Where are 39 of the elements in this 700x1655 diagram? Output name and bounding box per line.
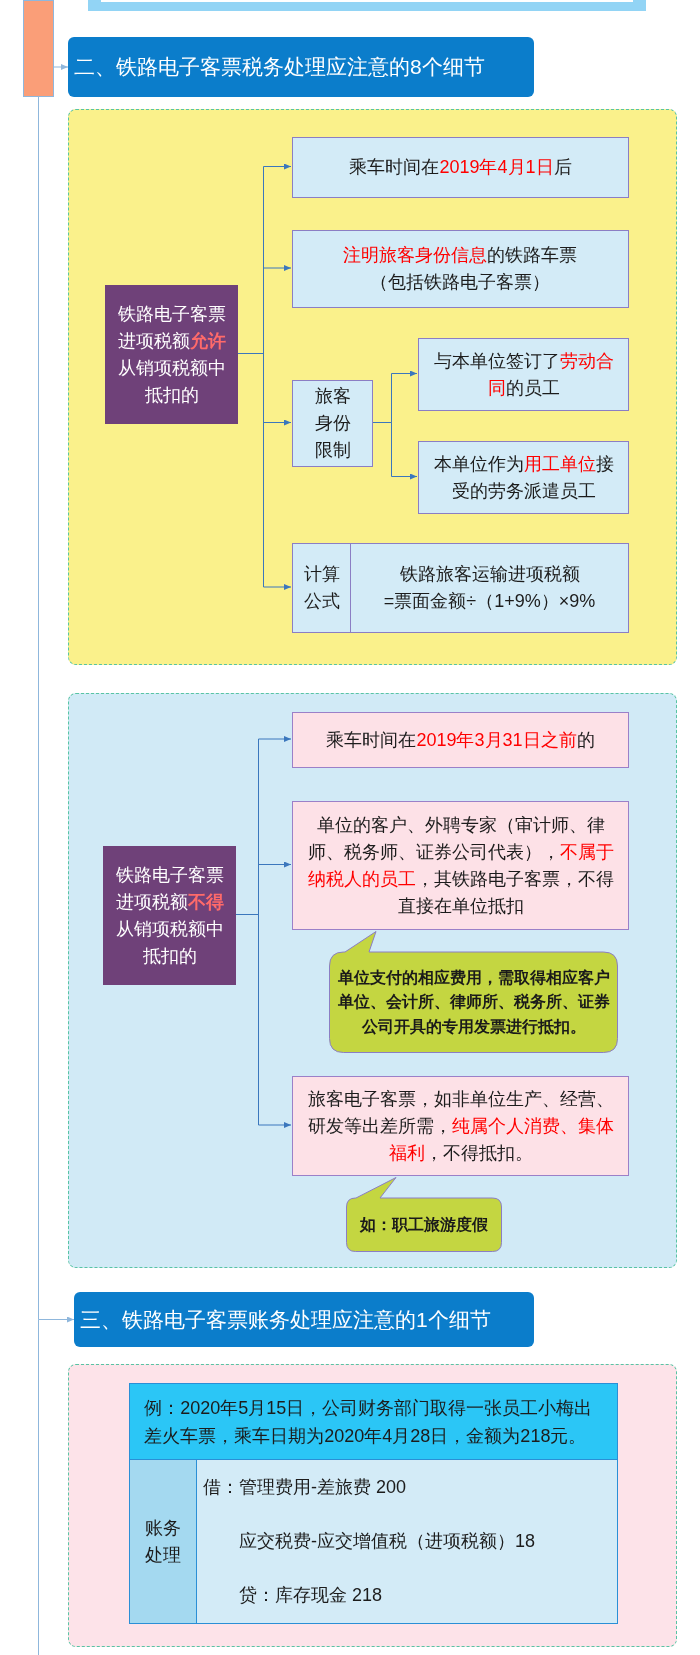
category-box — [105, 285, 238, 424]
formula-text: =票面金额÷（1+9%）×9% — [383, 590, 596, 613]
section-panel — [68, 693, 677, 1268]
callout-bubble — [346, 1177, 502, 1252]
category-box — [103, 846, 236, 985]
connector-arrow — [236, 353, 292, 590]
rule-text: 旅客身份限制 — [313, 385, 352, 462]
row-header-text: 账务处理 — [144, 1516, 182, 1567]
callout-text: 单位支付的相应费用，需取得相应客户单位、会计所、律师所、税务所、证券公司开具的专用发票进行抵扣。 — [336, 967, 611, 1037]
row-header-cell — [129, 1459, 197, 1624]
section-panel — [68, 1364, 677, 1647]
journal-entry: 借：管理费用-差旅费 200 — [203, 1475, 407, 1499]
callout-bubble — [329, 931, 618, 1053]
section-header — [68, 37, 534, 97]
example-header-cell — [129, 1383, 618, 1460]
rule-text: 注明旅客身份信息的铁路车票（包括铁路电子客票） — [342, 244, 579, 294]
rule-text: 乘车时间在2019年3月31日之前的 — [326, 728, 595, 752]
example-text: 例：2020年5月15日，公司财务部门取得一张员工小梅出差火车票，乘车日期为2020年4月28日，金额为218元。 — [144, 1396, 594, 1448]
connector-arrow — [38, 96, 75, 1323]
rule-text: 乘车时间在2019年4月1日后 — [349, 156, 572, 179]
journal-cell — [196, 1459, 618, 1624]
category-text: 铁路电子客票进项税额不得从销项税额中抵扣的 — [114, 863, 225, 968]
section-title: 三、铁路电子客票账务处理应注意的1个细节 — [80, 1306, 491, 1333]
formula-label: 计算公式 — [293, 544, 351, 632]
formula-box — [292, 543, 629, 633]
rule-text: 本单位作为用工单位接受的劳务派遣员工 — [432, 452, 615, 503]
callout-text: 如：职工旅游度假 — [360, 1214, 488, 1235]
side-tab — [23, 0, 54, 97]
section-header — [74, 1292, 534, 1347]
section-panel — [68, 109, 677, 665]
journal-entry: 应交税费-应交增值税（进项税额）18 — [239, 1530, 535, 1553]
category-text: 铁路电子客票进项税额允许从销项税额中抵扣的 — [116, 302, 227, 407]
section-title: 二、铁路电子客票税务处理应注意的8个细节 — [74, 54, 485, 80]
rule-text: 单位的客户、外聘专家（审计师、律师、税务师、证券公司代表），不属于纳税人的员工，其铁路电子客票，不得直接在单位抵扣 — [306, 813, 615, 918]
rule-text: 与本单位签订了劳动合同的员工 — [432, 349, 615, 400]
connector-arrow — [53, 64, 69, 70]
journal-entry: 贷：库存现金 218 — [239, 1584, 383, 1608]
rule-text: 旅客电子客票，如非单位生产、经营、研发等出差所需，纯属个人消费、集体福利，不得抵扣。 — [306, 1087, 615, 1165]
formula-text: 铁路旅客运输进项税额 — [399, 563, 580, 586]
